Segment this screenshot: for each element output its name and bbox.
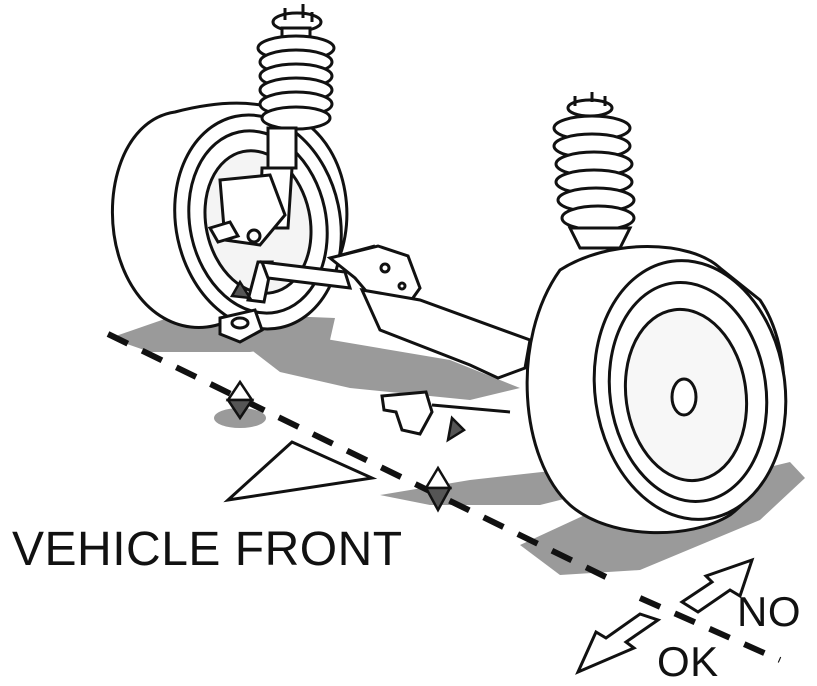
left-knuckle [218,260,353,344]
right-wheel [525,245,788,535]
reference-dashed-line [106,331,782,663]
right-sensor-bracket [380,390,511,436]
arrow-ok-icon [575,612,662,675]
left-strut [207,4,336,247]
vehicle-front-label: VEHICLE FRONT [12,523,403,576]
no-label: NO [737,588,801,635]
ok-label: OK [657,638,719,685]
arrow-no-icon [679,557,755,614]
front-direction-triangle-icon [223,440,378,503]
crossmember [326,244,532,380]
alignment-marker-icon [225,279,466,513]
right-strut [552,92,636,250]
